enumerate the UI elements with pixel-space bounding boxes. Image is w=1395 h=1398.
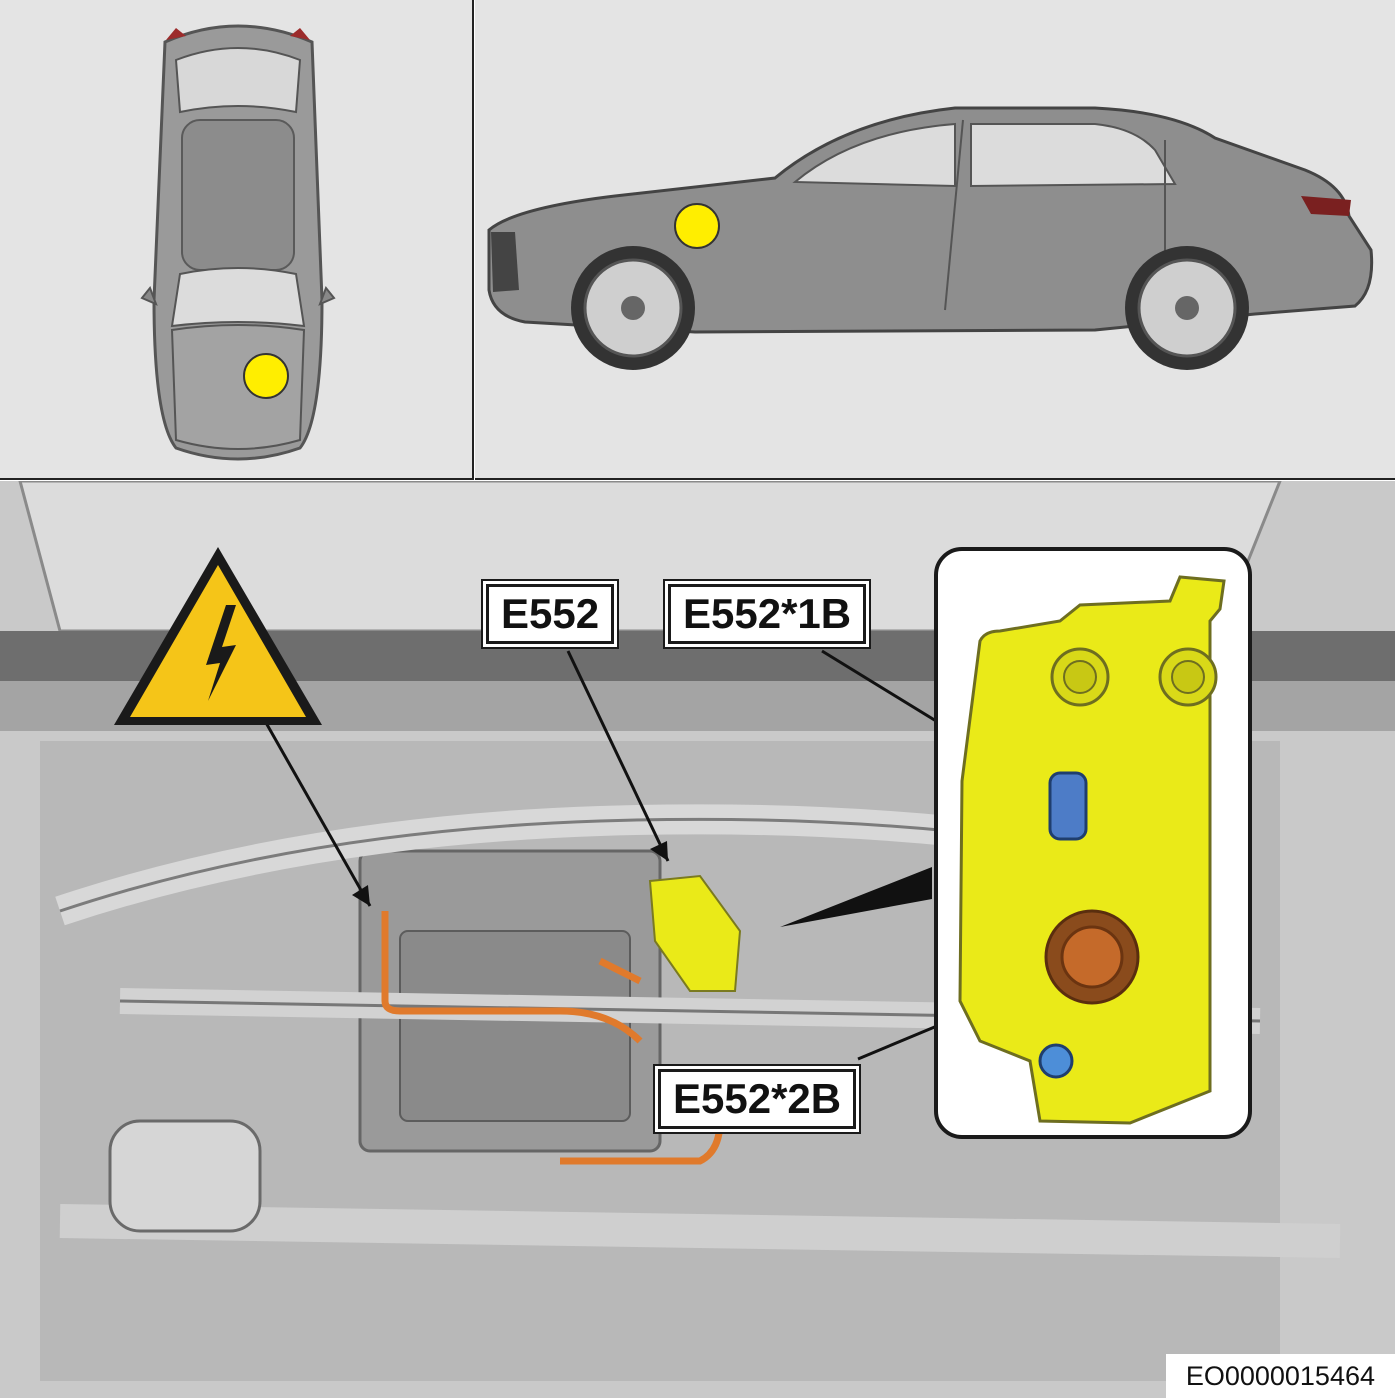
label-e552-1b: E552*1B <box>668 584 867 644</box>
location-marker-side <box>674 203 720 249</box>
label-e552-2b: E552*2B <box>658 1069 857 1129</box>
vehicle-side-view-panel <box>475 0 1395 480</box>
vehicle-top-view-panel <box>0 0 474 480</box>
e552-component-in-bay <box>648 874 742 992</box>
e552-component-detail <box>958 575 1226 1125</box>
engine-bay-panel: E552 E552*1B E552*2B EO0000015464 <box>0 481 1395 1398</box>
connector-e552-1b <box>1048 771 1088 841</box>
high-voltage-warning-icon <box>114 547 322 725</box>
location-marker-top <box>243 353 289 399</box>
vehicle-top-view <box>140 24 336 461</box>
document-id: EO0000015464 <box>1165 1354 1395 1398</box>
label-e552: E552 <box>486 584 615 644</box>
vehicle-side-view <box>487 106 1374 370</box>
